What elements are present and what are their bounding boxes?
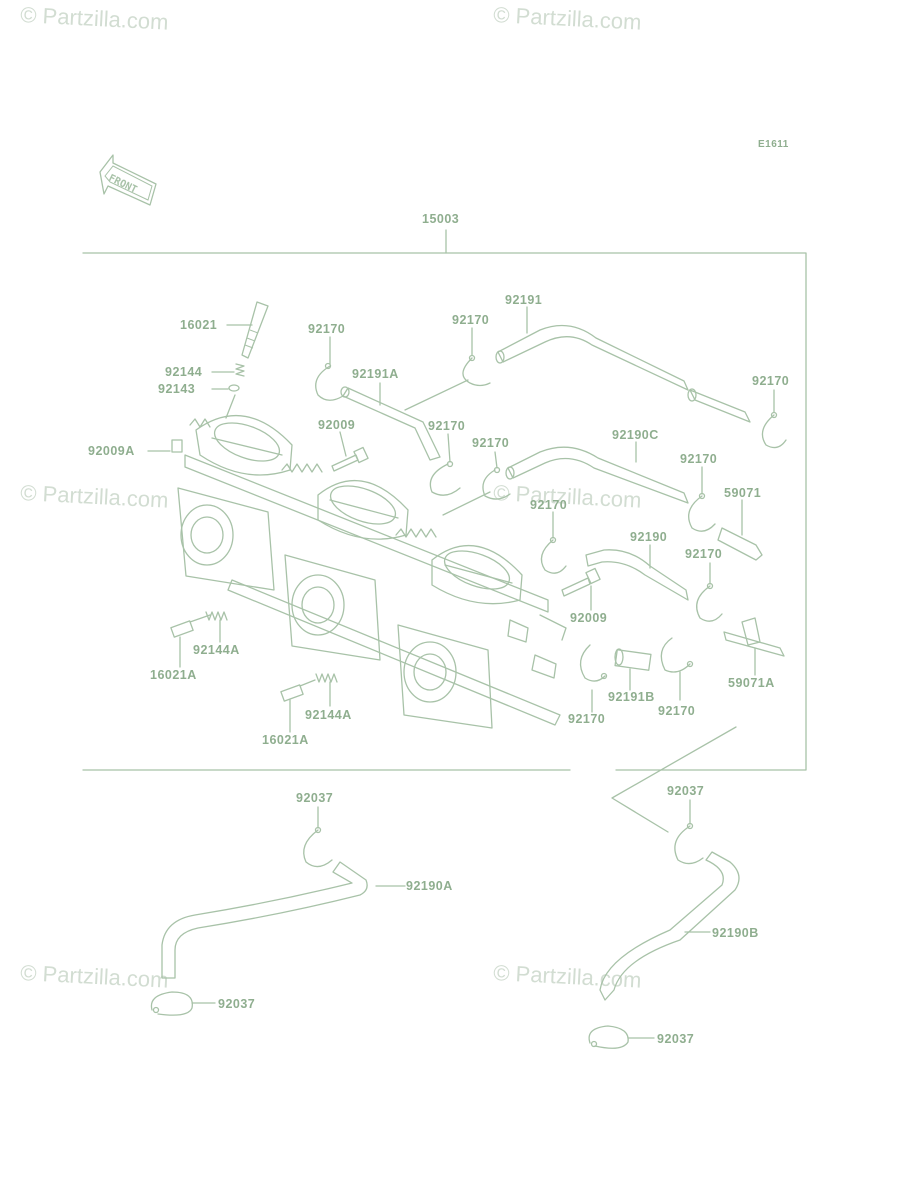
part-label: 16021A bbox=[262, 733, 309, 747]
part-label: 92144A bbox=[193, 643, 240, 657]
watermark: © Partzilla.com bbox=[20, 480, 169, 513]
leader-break bbox=[611, 726, 737, 833]
part-label: 92170 bbox=[685, 547, 722, 561]
part-label: 92009 bbox=[570, 611, 607, 625]
assembly-frame bbox=[82, 229, 807, 771]
part-label: 92190B bbox=[712, 926, 759, 940]
part-label: 92009 bbox=[318, 418, 355, 432]
clamp-92037-icon bbox=[150, 991, 216, 1016]
tube-92191B-icon bbox=[614, 648, 652, 691]
clamp-92170-icon bbox=[688, 466, 716, 532]
clamp-92170-icon bbox=[442, 451, 511, 516]
carburetor-assembly-icon bbox=[177, 415, 567, 729]
part-label: 92009A bbox=[88, 444, 135, 458]
part-label: 16021A bbox=[150, 668, 197, 682]
spring-92144-icon bbox=[211, 363, 245, 377]
screw-16021A-icon bbox=[280, 679, 316, 733]
part-label: 92170 bbox=[308, 322, 345, 336]
tube-short-icon bbox=[687, 388, 751, 423]
clamp-92170-icon bbox=[540, 511, 567, 574]
tube-92190-icon bbox=[585, 544, 689, 601]
watermark: © Partzilla.com bbox=[20, 960, 169, 993]
washer-92143-icon bbox=[211, 384, 240, 419]
screw-16021A-icon bbox=[170, 614, 211, 668]
part-label: 15003 bbox=[422, 212, 459, 226]
front-arrow-icon: FRONT bbox=[99, 154, 157, 206]
part-label: 92143 bbox=[158, 382, 195, 396]
part-label: 92170 bbox=[568, 712, 605, 726]
watermark: © Partzilla.com bbox=[20, 2, 169, 35]
clamp-92170-icon bbox=[579, 644, 608, 713]
tube-92191-icon bbox=[495, 306, 689, 391]
part-label: 92037 bbox=[296, 791, 333, 805]
part-label: 92170 bbox=[658, 704, 695, 718]
screw-16021-icon bbox=[226, 301, 269, 359]
watermark: © Partzilla.com bbox=[493, 2, 642, 35]
part-label: 92191A bbox=[352, 367, 399, 381]
screw-92009-lower-icon bbox=[561, 567, 601, 611]
spring-92144A-icon bbox=[205, 611, 228, 643]
clamp-92037-icon bbox=[674, 799, 704, 865]
tube-92191A-icon bbox=[340, 382, 441, 461]
clamp-92037-icon bbox=[303, 806, 333, 868]
hose-92190B-icon bbox=[599, 851, 740, 1001]
clamp-92170-icon bbox=[404, 327, 491, 411]
clamp-92170-icon bbox=[429, 433, 461, 496]
part-label: 92037 bbox=[657, 1032, 694, 1046]
spring-92144A-icon bbox=[315, 673, 338, 707]
screw-92009A-icon bbox=[147, 439, 183, 453]
watermark: © Partzilla.com bbox=[493, 960, 642, 993]
tube-92190C-icon bbox=[505, 441, 689, 504]
part-label: 92144A bbox=[305, 708, 352, 722]
part-label: 92190C bbox=[612, 428, 659, 442]
clamp-92170-icon bbox=[315, 336, 344, 401]
clamp-92170-icon bbox=[761, 389, 787, 449]
clamp-92170-icon bbox=[660, 637, 694, 701]
hose-92190A-icon bbox=[161, 861, 406, 979]
part-label: 92037 bbox=[218, 997, 255, 1011]
watermark: © Partzilla.com bbox=[493, 480, 642, 513]
part-label: 92190A bbox=[406, 879, 453, 893]
part-label: 92170 bbox=[530, 498, 567, 512]
fitting-59071-icon bbox=[717, 499, 763, 561]
part-label: 92144 bbox=[165, 365, 202, 379]
part-label: 92170 bbox=[680, 452, 717, 466]
part-label: 92170 bbox=[428, 419, 465, 433]
fitting-59071A-icon bbox=[723, 617, 785, 676]
part-label: 92190 bbox=[630, 530, 667, 544]
diagram-code: E1611 bbox=[758, 139, 789, 150]
part-label: 59071A bbox=[728, 676, 775, 690]
clamp-92170-icon bbox=[696, 562, 723, 622]
part-label: 92191B bbox=[608, 690, 655, 704]
part-label: 92170 bbox=[472, 436, 509, 450]
part-label: 59071 bbox=[724, 486, 761, 500]
part-label: 92037 bbox=[667, 784, 704, 798]
clamp-92037-icon bbox=[588, 1025, 655, 1049]
part-label: 92191 bbox=[505, 293, 542, 307]
part-label: 16021 bbox=[180, 318, 217, 332]
part-label: 92170 bbox=[452, 313, 489, 327]
part-label: 92170 bbox=[752, 374, 789, 388]
screw-92009-icon bbox=[331, 431, 369, 472]
